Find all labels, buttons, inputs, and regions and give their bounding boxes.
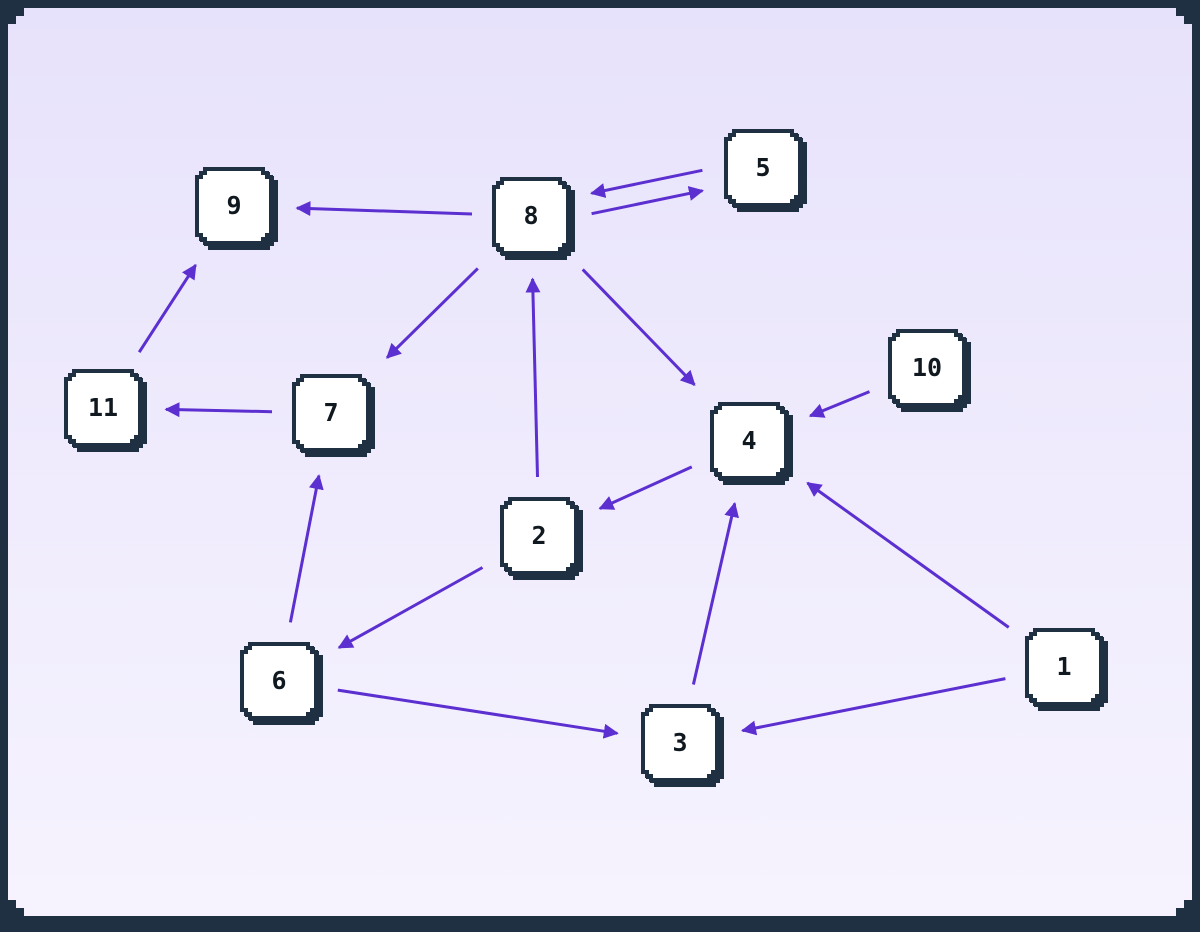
edge-8-to-9: [295, 201, 473, 217]
node-fill: [728, 133, 798, 203]
edge-3-to-4: [691, 501, 740, 685]
edge-6-to-3: [337, 688, 619, 739]
edge-8-to-5: [591, 186, 704, 216]
node-fill: [296, 378, 366, 448]
edge-2-to-6: [337, 566, 484, 649]
edge-8-to-7: [386, 267, 479, 359]
node-6: 6: [240, 642, 323, 725]
node-label: 7: [323, 398, 338, 427]
node-fill: [645, 708, 715, 778]
node-label: 3: [672, 728, 687, 757]
node-label: 1: [1056, 652, 1071, 681]
node-8: 8: [492, 177, 575, 260]
node-label: 4: [741, 426, 756, 455]
diagram-board: [8, 8, 1192, 916]
node-fill: [244, 646, 314, 716]
edge-5-to-8: [590, 168, 703, 198]
edge-10-to-4: [808, 390, 871, 418]
edge-11-to-9: [137, 263, 197, 354]
edge-2-to-8: [525, 277, 541, 478]
node-2: 2: [500, 497, 583, 580]
edge-7-to-11: [164, 402, 273, 418]
node-fill: [199, 171, 269, 241]
node-9: 9: [195, 167, 278, 250]
edge-4-to-2: [598, 465, 693, 510]
node-fill: [504, 501, 574, 571]
node-fill: [714, 406, 784, 476]
edge-1-to-4: [806, 481, 1010, 629]
node-label: 9: [226, 191, 241, 220]
node-label: 10: [912, 353, 942, 382]
edge-6-to-7: [288, 474, 324, 623]
node-fill: [892, 333, 962, 403]
node-10: 10: [888, 329, 971, 412]
node-label: 5: [755, 153, 770, 182]
edge-1-to-3: [741, 677, 1006, 736]
node-7: 7: [292, 374, 375, 457]
node-1: 1: [1025, 628, 1108, 711]
node-label: 8: [523, 201, 538, 230]
node-3: 3: [641, 704, 724, 787]
node-fill: [496, 181, 566, 251]
node-5: 5: [724, 129, 807, 212]
node-label: 2: [531, 521, 546, 550]
edges-layer: [137, 168, 1010, 739]
nodes-layer: 1 2 3 4 5 6 7 8 9 10 11: [64, 129, 1108, 787]
node-fill: [68, 373, 138, 443]
node-fill: [1029, 632, 1099, 702]
node-4: 4: [710, 402, 793, 485]
edge-8-to-4: [581, 268, 696, 386]
node-label: 6: [271, 666, 286, 695]
node-11: 11: [64, 369, 147, 452]
node-label: 11: [88, 393, 118, 422]
